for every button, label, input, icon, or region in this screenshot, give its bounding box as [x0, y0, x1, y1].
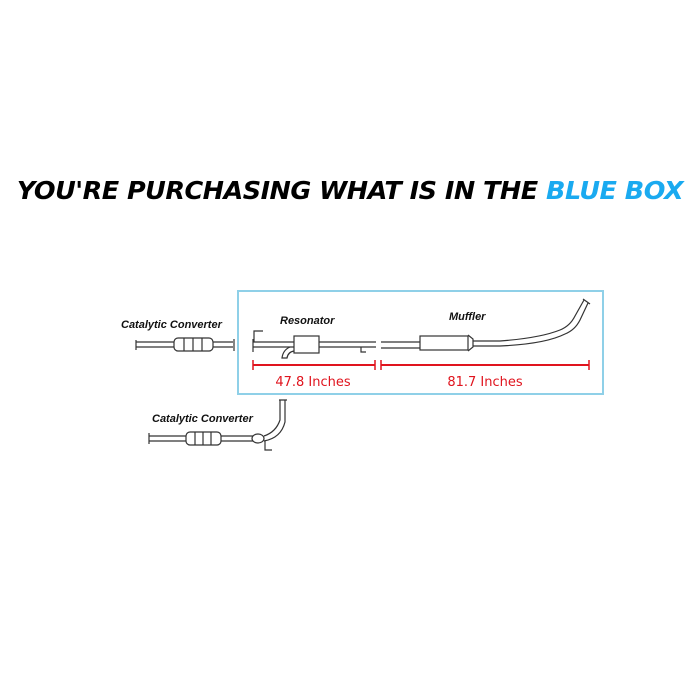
cat-converter-top-label: Catalytic Converter: [121, 319, 223, 331]
measure-resonator: [252, 360, 376, 370]
resonator-pipe: [252, 330, 376, 359]
cat-converter-bottom-label: Catalytic Converter: [152, 413, 254, 425]
muffler-label: Muffler: [449, 311, 486, 323]
muffler-pipe: [381, 298, 591, 352]
catalytic-converter-top: [135, 337, 235, 352]
headline-highlight: BLUE BOX: [546, 176, 684, 205]
resonator-label: Resonator: [280, 315, 335, 327]
measure-muffler: [380, 360, 590, 370]
blue-box: [237, 290, 604, 395]
catalytic-converter-bottom: [148, 399, 287, 451]
headline: YOU'RE PURCHASING WHAT IS IN THE BLUE BO…: [0, 176, 700, 205]
resonator-length: 47.8 Inches: [275, 375, 351, 390]
muffler-length: 81.7 Inches: [447, 375, 523, 390]
headline-text: YOU'RE PURCHASING WHAT IS IN THE: [16, 176, 547, 205]
